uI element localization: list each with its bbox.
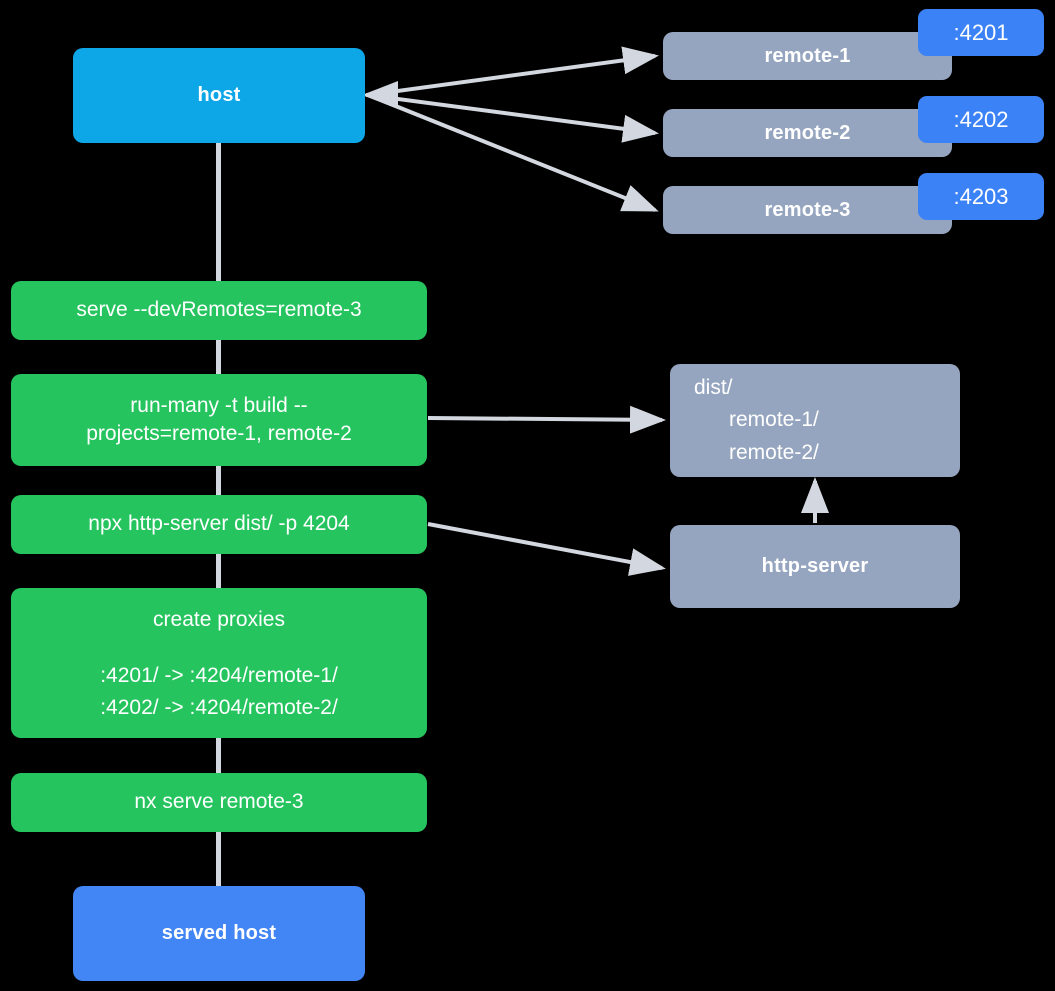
- node-remote-3[interactable]: remote-3: [663, 186, 952, 234]
- node-remote-2[interactable]: remote-2: [663, 109, 952, 157]
- spine-nxserve-to-servedhost: [216, 831, 221, 889]
- port-badge-remote-2-label: :4202: [953, 106, 1009, 132]
- spine-runmany-to-httpserver: [216, 462, 221, 499]
- port-badge-remote-1-label: :4201: [953, 19, 1009, 45]
- node-command-npx-http-server-label: npx http-server dist/ -p 4204: [88, 512, 350, 536]
- node-command-create-proxies-detail: :4201/ -> :4204/remote-1/ :4202/ -> :420…: [100, 664, 338, 719]
- port-badge-remote-1[interactable]: :4201: [918, 9, 1044, 56]
- node-command-create-proxies-label: create proxies: [153, 608, 285, 631]
- node-remote-3-label: remote-3: [764, 198, 851, 221]
- node-remote-2-label: remote-2: [764, 121, 851, 144]
- edge-npx-to-httpserver: [427, 522, 666, 576]
- node-host[interactable]: host: [73, 48, 365, 143]
- edge-host-to-remote-2: [367, 93, 659, 143]
- node-command-serve-label: serve --devRemotes=remote-3: [76, 298, 362, 322]
- node-command-nx-serve-remote-3-label: nx serve remote-3: [134, 790, 304, 814]
- port-badge-remote-2[interactable]: :4202: [918, 96, 1044, 143]
- node-remote-1[interactable]: remote-1: [663, 32, 952, 80]
- node-host-label: host: [197, 84, 241, 106]
- node-command-nx-serve-remote-3[interactable]: nx serve remote-3: [11, 773, 427, 832]
- node-served-host[interactable]: served host: [73, 886, 365, 981]
- port-badge-remote-3[interactable]: :4203: [918, 173, 1044, 220]
- node-served-host-label: served host: [161, 922, 277, 944]
- spine-httpserver-to-proxies: [216, 549, 221, 590]
- spine-host-to-serve: [216, 140, 221, 285]
- node-http-server-label: http-server: [761, 555, 869, 577]
- node-remote-1-label: remote-1: [764, 44, 851, 67]
- node-command-create-proxies[interactable]: create proxies :4201/ -> :4204/remote-1/…: [11, 588, 427, 738]
- node-command-serve[interactable]: serve --devRemotes=remote-3: [11, 281, 427, 340]
- node-command-run-many[interactable]: run-many -t build -- projects=remote-1, …: [11, 374, 427, 466]
- edge-runmany-to-dist: [427, 405, 666, 434]
- node-command-npx-http-server[interactable]: npx http-server dist/ -p 4204: [11, 495, 427, 554]
- node-http-server[interactable]: http-server: [670, 525, 960, 608]
- node-dist-folder-label: dist/ remote-1/ remote-2/: [694, 375, 819, 464]
- edge-host-to-remote-1: [367, 46, 659, 97]
- node-command-run-many-label: run-many -t build -- projects=remote-1, …: [86, 393, 352, 445]
- edge-host-to-remote-3: [367, 93, 659, 212]
- spine-proxies-to-nxserve: [216, 733, 221, 773]
- spine-serve-to-runmany: [216, 336, 221, 376]
- port-badge-remote-3-label: :4203: [953, 183, 1009, 209]
- node-dist-folder[interactable]: dist/ remote-1/ remote-2/: [670, 364, 960, 477]
